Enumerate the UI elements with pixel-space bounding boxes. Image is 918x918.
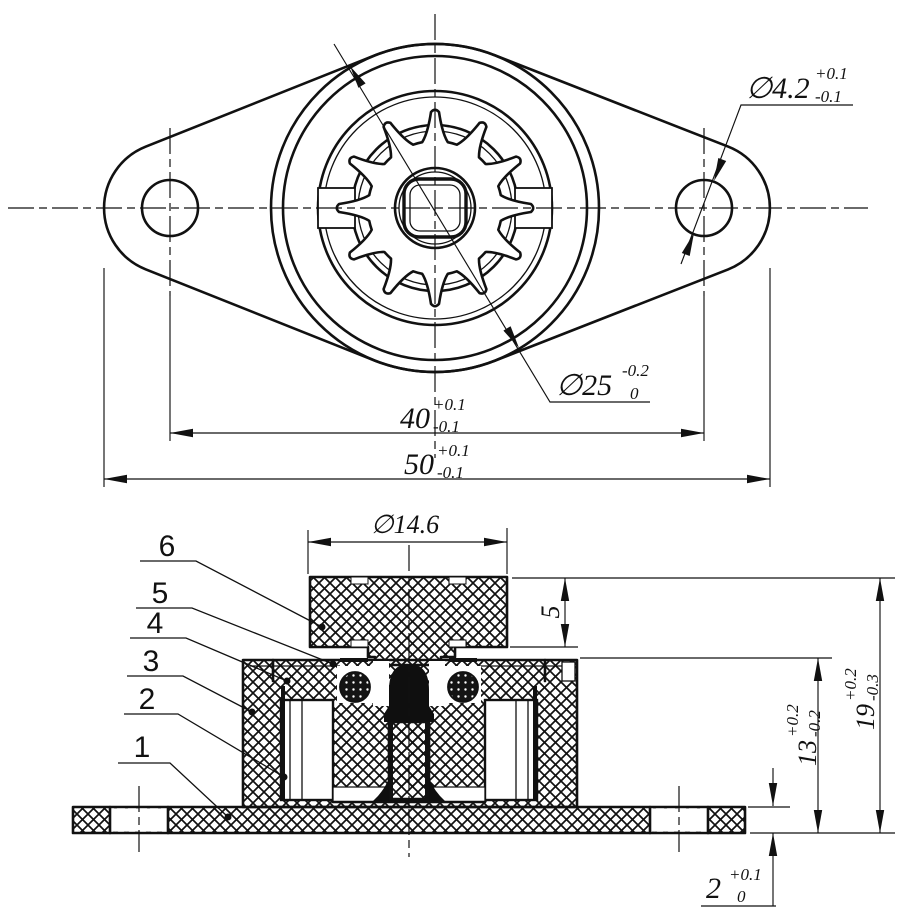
- rotor-stem-walls: [389, 722, 429, 799]
- callout-5: 5: [152, 577, 169, 610]
- dimension-text: ∅25 -0.2 0 ∅4.2 +0.1 -0.1 40 +0.1 -0.1 5…: [371, 64, 882, 906]
- dim-base-thickness-upper-tol: +0.1: [729, 865, 762, 884]
- arrowhead: [813, 810, 823, 833]
- arrowhead: [875, 810, 885, 833]
- knob-notch-br: [448, 639, 467, 648]
- leader-4: [130, 637, 288, 682]
- dim-hole-spacing-value: 40: [400, 402, 430, 435]
- arrowhead: [560, 624, 570, 647]
- o-ring-left: [339, 671, 371, 703]
- dim-mount-hole-lower-tol: -0.1: [815, 87, 842, 106]
- o-ring-right: [447, 671, 479, 703]
- leader-dia42: [680, 104, 853, 265]
- callout-1: 1: [134, 731, 151, 764]
- dim-outer-diameter-value: ∅25: [556, 369, 612, 402]
- dim-overall-height-lower-tol: -0.3: [863, 674, 882, 701]
- dimension-lines: [103, 43, 895, 907]
- part-callout-leaders: [118, 560, 337, 821]
- leader-dia25: [333, 43, 650, 403]
- dim-outer-diameter-lower-tol: 0: [630, 384, 639, 403]
- arrowhead: [350, 66, 366, 88]
- knob-notch-tl: [350, 576, 369, 585]
- arrowhead: [768, 833, 778, 856]
- dim-gear-diameter-value: ∅14.6: [371, 510, 439, 539]
- dim-overall-length-upper-tol: +0.1: [437, 441, 470, 460]
- leader-5: [136, 607, 334, 665]
- arrowhead: [813, 658, 823, 681]
- shaft-clearance-right: [429, 661, 445, 706]
- callout-2: 2: [139, 683, 156, 716]
- leader-dot-5: [329, 660, 337, 668]
- part-callout-numbers: 6 5 4 3 2 1: [134, 530, 176, 764]
- chamber-walls-right: [515, 700, 529, 800]
- arrowhead: [308, 537, 331, 547]
- arrowhead: [560, 578, 570, 601]
- oil-chamber-right: [483, 698, 539, 802]
- callout-3: 3: [143, 645, 160, 678]
- dim-overall-length-value: 50: [404, 448, 434, 481]
- dim-base-thickness-value: 2: [706, 872, 721, 905]
- shaft-clearance-left: [373, 661, 389, 706]
- dim-overall-length-lower-tol: -0.1: [437, 463, 464, 482]
- body-corner-groove: [561, 661, 576, 682]
- callout-6: 6: [159, 530, 176, 563]
- oil-chamber-left: [279, 698, 335, 802]
- leader-dot-4: [283, 677, 291, 685]
- arrowhead: [714, 158, 727, 181]
- leader-dot-6: [318, 623, 326, 631]
- rotor-foot-right: [429, 778, 445, 801]
- bottom-channel-edges: [332, 786, 486, 802]
- knob-notch-bl: [350, 639, 369, 648]
- dim-overall-height-value: 19: [851, 704, 880, 730]
- centerlines: [8, 14, 868, 857]
- leader-1: [118, 762, 229, 818]
- dim-hole-spacing-upper-tol: +0.1: [433, 395, 466, 414]
- extension-lines: [103, 268, 895, 834]
- leader-dot-1: [224, 813, 232, 821]
- leader-dot-3: [248, 708, 256, 716]
- dim-mount-hole-value: ∅4.2: [746, 72, 810, 105]
- leader-dot-2: [280, 773, 288, 781]
- dim-outer-diameter-upper-tol: -0.2: [622, 361, 649, 380]
- arrowhead: [681, 233, 694, 256]
- rotor-foot-left: [373, 778, 389, 801]
- dim-body-height-upper-tol: +0.2: [783, 704, 802, 737]
- arrowhead: [875, 578, 885, 601]
- knob-notch-tr: [448, 576, 467, 585]
- arrowhead: [503, 326, 519, 348]
- chamber-walls-left: [289, 700, 303, 800]
- leader-2: [124, 713, 285, 778]
- arrowhead: [747, 474, 770, 484]
- cover-recess-corners: [271, 658, 547, 683]
- arrowhead: [104, 474, 127, 484]
- dim-body-height-lower-tol: -0.2: [805, 710, 824, 737]
- dim-hole-spacing-lower-tol: -0.1: [433, 417, 460, 436]
- leader-3: [127, 675, 253, 713]
- dim-overall-height-upper-tol: +0.2: [841, 668, 860, 701]
- dim-mount-hole-upper-tol: +0.1: [815, 64, 848, 83]
- dim-gear-height-value: 5: [536, 606, 565, 619]
- dim-base-thickness-lower-tol: 0: [737, 887, 746, 906]
- dim-body-height-value: 13: [793, 740, 822, 766]
- leader-6: [140, 560, 323, 628]
- arrowhead: [170, 428, 193, 438]
- dimension-arrowheads: [104, 66, 885, 856]
- arrowhead: [681, 428, 704, 438]
- section-view: [71, 575, 747, 835]
- callout-4: 4: [147, 607, 164, 640]
- arrowhead: [768, 783, 778, 806]
- arrowhead: [484, 537, 507, 547]
- base-hole-edges: [108, 805, 710, 835]
